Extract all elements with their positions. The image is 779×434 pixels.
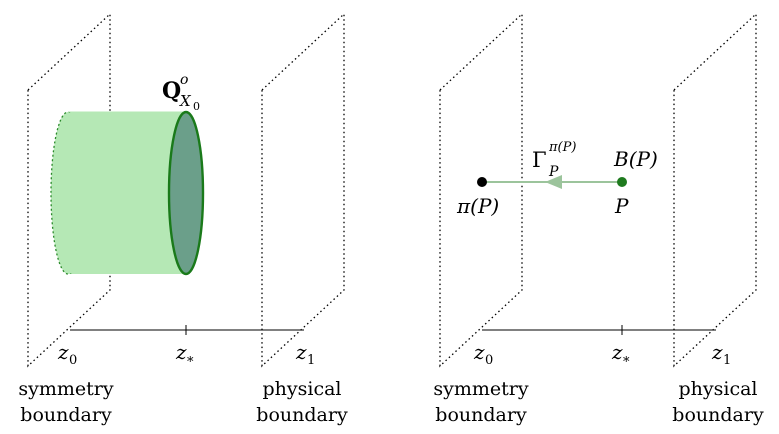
left-z0-label: z (57, 340, 69, 364)
gamma-sup: π(P) (548, 140, 576, 155)
right-z1-label: z (711, 340, 723, 364)
operator-q-subsub: 0 (193, 100, 200, 113)
left-z0-sub: 0 (69, 353, 77, 368)
left-symmetry-caption-1: symmetry (18, 378, 113, 400)
right-zstar-sub: * (623, 355, 630, 370)
right-z0-sub: 0 (485, 353, 493, 368)
pi-p-point (477, 177, 487, 187)
left-z1-label: z (295, 340, 307, 364)
right-zstar-label: z (611, 340, 623, 364)
right-z0-label: z (473, 340, 485, 364)
left-zstar-label: z (175, 340, 187, 364)
bp-label: B(P) (613, 147, 658, 171)
operator-q-sup: o (180, 72, 188, 88)
right-z1-sub: 1 (723, 353, 731, 368)
right-physical-plane (673, 12, 757, 368)
right-panel: Γ P π(P) B(P) P π(P) z 0 z * z 1 symmetr… (433, 12, 764, 426)
right-physical-caption-2: boundary (672, 404, 764, 426)
cylinder-front-disk (167, 110, 205, 276)
right-symmetry-plane (439, 12, 523, 368)
left-panel: Q o X 0 z 0 z * z 1 symmetry boundary ph… (18, 12, 348, 426)
left-symmetry-plane (27, 12, 111, 368)
left-physical-caption-2: boundary (256, 404, 348, 426)
p-label: P (614, 194, 629, 218)
left-z1-sub: 1 (307, 353, 315, 368)
operator-q-label: Q (162, 78, 181, 104)
p-point (617, 177, 627, 187)
left-physical-plane (261, 12, 345, 368)
right-symmetry-caption-2: boundary (435, 404, 527, 426)
gamma-sub: P (548, 164, 559, 180)
right-physical-caption-1: physical (678, 378, 757, 400)
pi-p-label: π(P) (456, 194, 499, 218)
right-symmetry-caption-1: symmetry (433, 378, 528, 400)
projection-arrowhead (545, 175, 562, 189)
gamma-label: Γ (532, 148, 547, 172)
left-zstar-sub: * (187, 355, 194, 370)
operator-q-sub: X (179, 92, 192, 110)
left-symmetry-caption-2: boundary (20, 404, 112, 426)
cylinder-body-cover (68, 113, 184, 273)
left-physical-caption-1: physical (262, 378, 341, 400)
